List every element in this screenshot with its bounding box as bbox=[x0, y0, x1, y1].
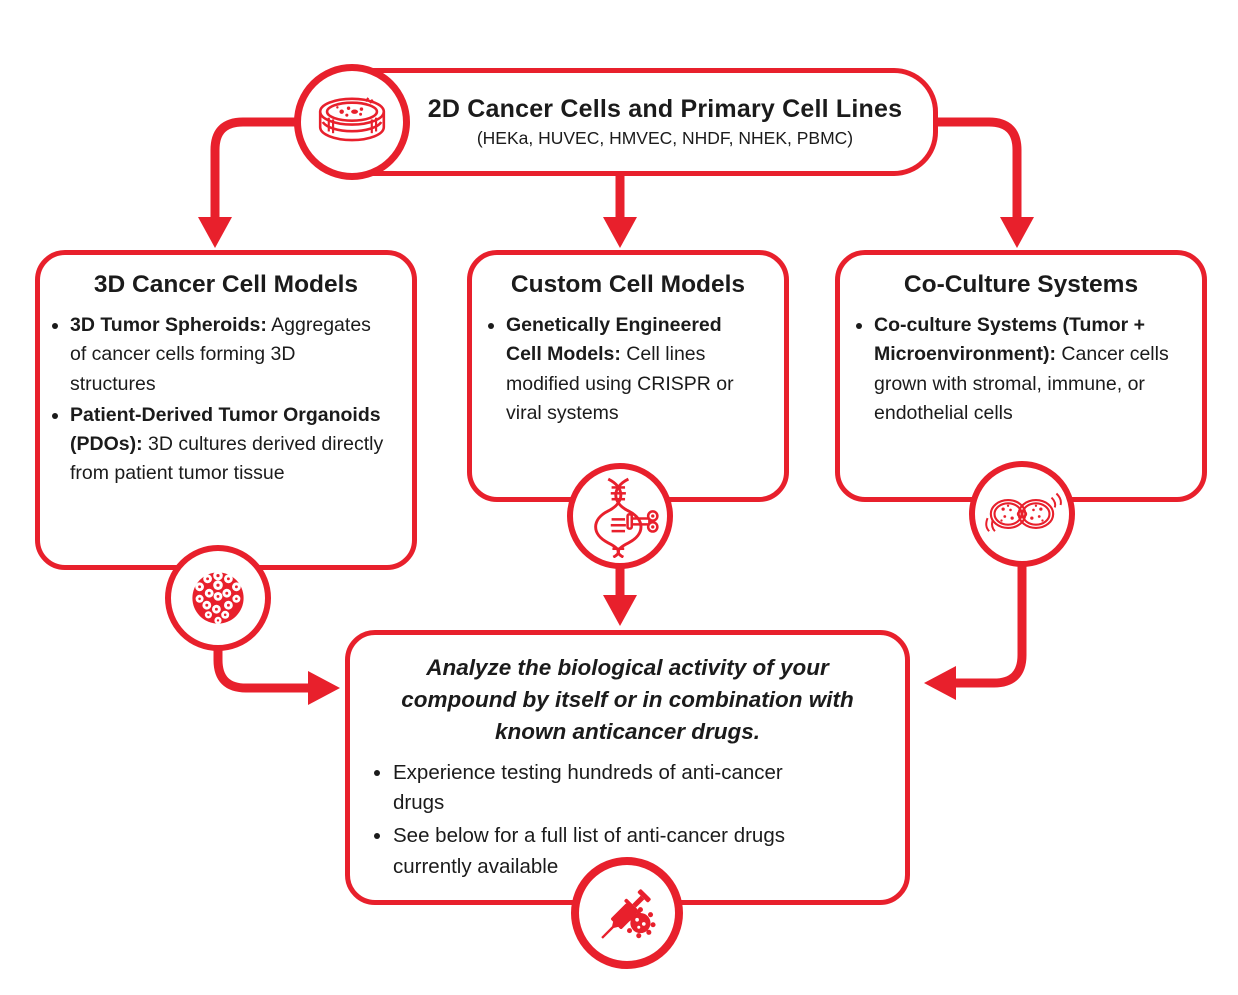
syringe-badge bbox=[571, 857, 683, 969]
dna-gene-editing-badge bbox=[567, 463, 673, 569]
syringe-icon bbox=[601, 889, 656, 939]
co-culture-cells-badge bbox=[969, 461, 1075, 567]
bullet-patient-derived-organoids: Patient-Derived Tumor Organoids (PDOs): … bbox=[70, 401, 386, 489]
arrowhead-down-cocult bbox=[1000, 217, 1034, 248]
analyze-bullet-list: Experience testing hundreds of anti-canc… bbox=[350, 758, 905, 883]
bullet-lead: 3D Tumor Spheroids: bbox=[70, 314, 267, 336]
petri-dish-badge bbox=[294, 64, 410, 180]
arrowhead-left-analyze bbox=[924, 666, 956, 700]
arrow-spheroid-to-analyze-line bbox=[213, 650, 310, 693]
arrowhead-down-analyze bbox=[603, 595, 637, 626]
top-box-title: 2D Cancer Cells and Primary Cell Lines bbox=[427, 95, 903, 123]
box-custom-bullet-list: Genetically Engineered Cell Models: Cell… bbox=[472, 311, 784, 428]
box-co-culture-systems: Co-Culture Systems Co-culture Systems (T… bbox=[835, 250, 1207, 502]
box-3d-bullet-list: 3D Tumor Spheroids: Aggregates of cancer… bbox=[40, 311, 412, 489]
tumor-spheroid-icon bbox=[192, 570, 244, 624]
box-custom-cell-models: Custom Cell Models Genetically Engineere… bbox=[467, 250, 789, 502]
box-custom-title: Custom Cell Models bbox=[510, 271, 746, 298]
arrow-cocult-to-analyze-line bbox=[954, 566, 1027, 688]
arrowhead-down-custom bbox=[603, 217, 637, 248]
box-cocult-bullet-list: Co-culture Systems (Tumor + Microenviron… bbox=[840, 311, 1202, 428]
petri-dish-icon bbox=[318, 97, 386, 142]
bullet-text: Cell lines modified using CRISPR or vira… bbox=[506, 343, 734, 424]
bullet-genetically-engineered: Genetically Engineered Cell Models: Cell… bbox=[506, 311, 748, 428]
bullet-text: Aggregates of cancer cells forming 3D st… bbox=[70, 314, 371, 395]
box-cocult-title: Co-Culture Systems bbox=[903, 271, 1139, 298]
bullet-3d-tumor-spheroids: 3D Tumor Spheroids: Aggregates of cancer… bbox=[70, 311, 386, 399]
bullet-experience-testing: Experience testing hundreds of anti-canc… bbox=[393, 758, 839, 820]
arrowhead-right-analyze bbox=[308, 671, 340, 705]
bullet-lead: Patient-Derived Tumor Organoids (PDOs): bbox=[70, 403, 381, 455]
bullet-see-below: See below for a full list of anti-cancer… bbox=[393, 821, 839, 883]
dna-gene-editing-icon bbox=[594, 477, 659, 558]
top-box-2d-cancer-cells: 2D Cancer Cells and Primary Cell Lines (… bbox=[318, 68, 938, 176]
bullet-text: Cancer cells grown with stromal, immune,… bbox=[874, 343, 1169, 424]
top-box-subtitle: (HEKa, HUVEC, HMVEC, NHDF, NHEK, PBMC) bbox=[476, 128, 854, 148]
bullet-text: 3D cultures derived directly from patien… bbox=[70, 433, 384, 485]
bullet-lead: Co-culture Systems (Tumor + Microenviron… bbox=[874, 314, 1146, 366]
box-3d-title: 3D Cancer Cell Models bbox=[93, 271, 359, 298]
arrow-top-to-cocult-line bbox=[935, 117, 1022, 220]
tumor-spheroid-badge bbox=[165, 545, 271, 651]
co-culture-cells-icon bbox=[985, 492, 1062, 532]
analyze-title: Analyze the biological activity of your … bbox=[401, 655, 854, 745]
arrowhead-down-3d bbox=[198, 217, 232, 248]
bullet-lead: Genetically Engineered Cell Models: bbox=[506, 314, 722, 366]
box-3d-cancer-cell-models: 3D Cancer Cell Models 3D Tumor Spheroids… bbox=[35, 250, 417, 570]
bullet-co-culture-systems: Co-culture Systems (Tumor + Microenviron… bbox=[874, 311, 1176, 428]
